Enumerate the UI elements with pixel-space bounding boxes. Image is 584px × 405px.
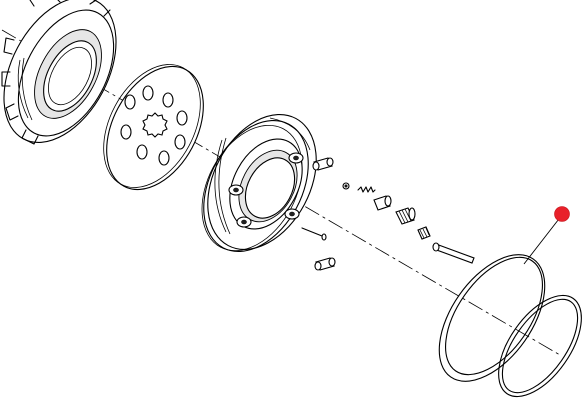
clutch-friction-disc[interactable] <box>84 48 223 206</box>
highlight-marker[interactable] <box>554 206 570 222</box>
highlight-callout <box>523 206 570 265</box>
disc-hole <box>162 92 174 108</box>
dowel-pin-upper[interactable] <box>312 157 334 171</box>
small-o-ring[interactable] <box>482 281 584 405</box>
disc-hole <box>120 124 132 140</box>
leader-line <box>523 214 563 265</box>
clutch-pressure-plate[interactable] <box>0 0 139 161</box>
clutch-housing[interactable] <box>182 96 338 270</box>
disc-hole <box>174 134 186 150</box>
disc-hole <box>176 110 188 126</box>
disc-spline-hub <box>142 112 168 138</box>
disc-hole <box>124 94 136 110</box>
locating-pin[interactable] <box>301 227 327 241</box>
disc-hole <box>158 150 170 166</box>
disc-hole <box>136 144 148 160</box>
bleed-screw-assembly[interactable] <box>342 182 475 264</box>
large-o-ring[interactable] <box>418 236 566 400</box>
spring <box>357 186 376 193</box>
dowel-pin-lower[interactable] <box>314 257 336 271</box>
long-bolt <box>433 243 475 264</box>
disc-hole <box>142 85 154 101</box>
